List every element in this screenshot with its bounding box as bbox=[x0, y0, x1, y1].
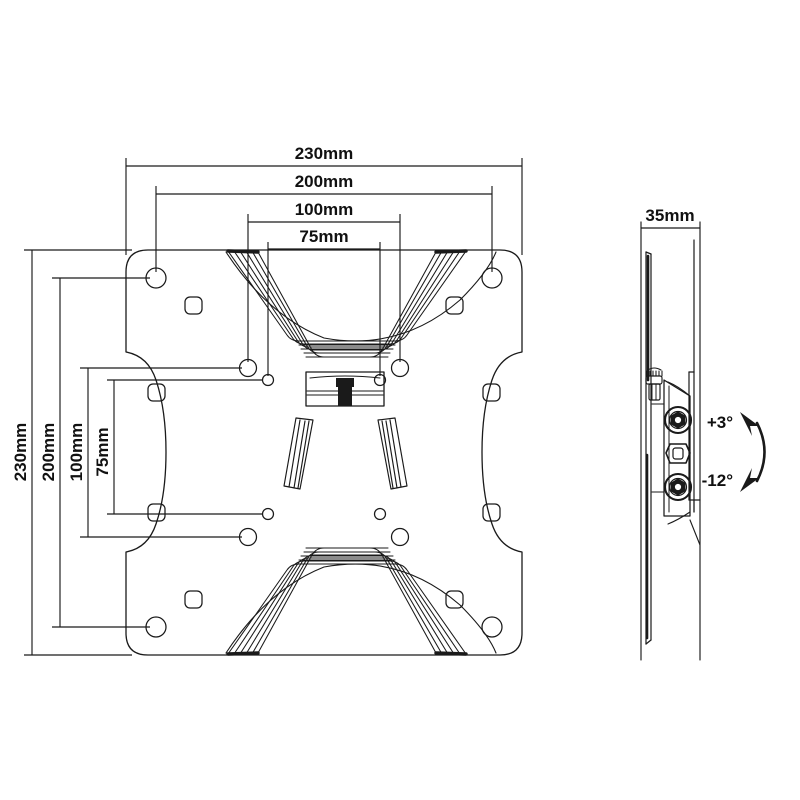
dim-label-h-75: 75mm bbox=[299, 227, 348, 246]
top-rib-channel bbox=[226, 249, 468, 358]
side-adjust-knob bbox=[645, 367, 663, 401]
hole-75-bottom-left bbox=[261, 507, 275, 521]
dim-label-v-200: 200mm bbox=[39, 423, 58, 482]
dim-h-100 bbox=[247, 214, 401, 362]
dim-h-75 bbox=[267, 242, 381, 376]
dim-v-75 bbox=[107, 379, 262, 515]
hole-aux-3 bbox=[184, 590, 203, 609]
center-angled-ribs bbox=[283, 417, 408, 490]
side-view-group bbox=[640, 221, 701, 661]
dim-label-v-75: 75mm bbox=[93, 427, 112, 476]
hole-aux-2 bbox=[445, 296, 464, 315]
dim-label-side-35: 35mm bbox=[645, 206, 694, 225]
horizontal-dimensions bbox=[125, 158, 523, 376]
side-wall-plate bbox=[645, 251, 652, 645]
tilt-down-label: -12° bbox=[702, 471, 734, 490]
hole-aux-1 bbox=[184, 296, 203, 315]
tilt-arrowheads bbox=[740, 412, 759, 492]
bottom-cutout-curve bbox=[225, 563, 497, 654]
bottom-rib-channel bbox=[226, 547, 468, 656]
tilt-up-label: +3° bbox=[707, 413, 733, 432]
dim-v-100 bbox=[80, 367, 242, 538]
hole-aux-8 bbox=[482, 503, 501, 522]
side-bolt-bottom bbox=[663, 472, 693, 502]
hole-75-bottom-right bbox=[373, 507, 387, 521]
dim-label-h-230: 230mm bbox=[295, 144, 354, 163]
dim-label-v-100: 100mm bbox=[67, 423, 86, 482]
vertical-dimensions bbox=[24, 249, 262, 656]
dim-label-v-230: 230mm bbox=[11, 423, 30, 482]
dim-label-h-100: 100mm bbox=[295, 200, 354, 219]
hole-aux-4 bbox=[445, 590, 464, 609]
hole-aux-5 bbox=[147, 383, 166, 402]
hole-200-bottom-right bbox=[481, 616, 503, 638]
side-bolt-top bbox=[663, 405, 693, 435]
dim-v-200 bbox=[52, 277, 150, 628]
hole-aux-6 bbox=[482, 383, 501, 402]
side-center-lock bbox=[665, 443, 691, 464]
side-hinge-bracket bbox=[651, 379, 701, 546]
dim-label-h-200: 200mm bbox=[295, 172, 354, 191]
hole-aux-7 bbox=[147, 503, 166, 522]
center-latch-assembly bbox=[305, 371, 385, 407]
dim-side-35 bbox=[640, 221, 701, 661]
dim-v-230 bbox=[24, 249, 132, 656]
dim-h-230 bbox=[125, 158, 523, 255]
dim-h-200 bbox=[155, 186, 493, 272]
front-view-group bbox=[125, 249, 523, 656]
hole-100-bottom-right bbox=[390, 527, 410, 547]
tilt-angle-arrow bbox=[755, 421, 766, 483]
